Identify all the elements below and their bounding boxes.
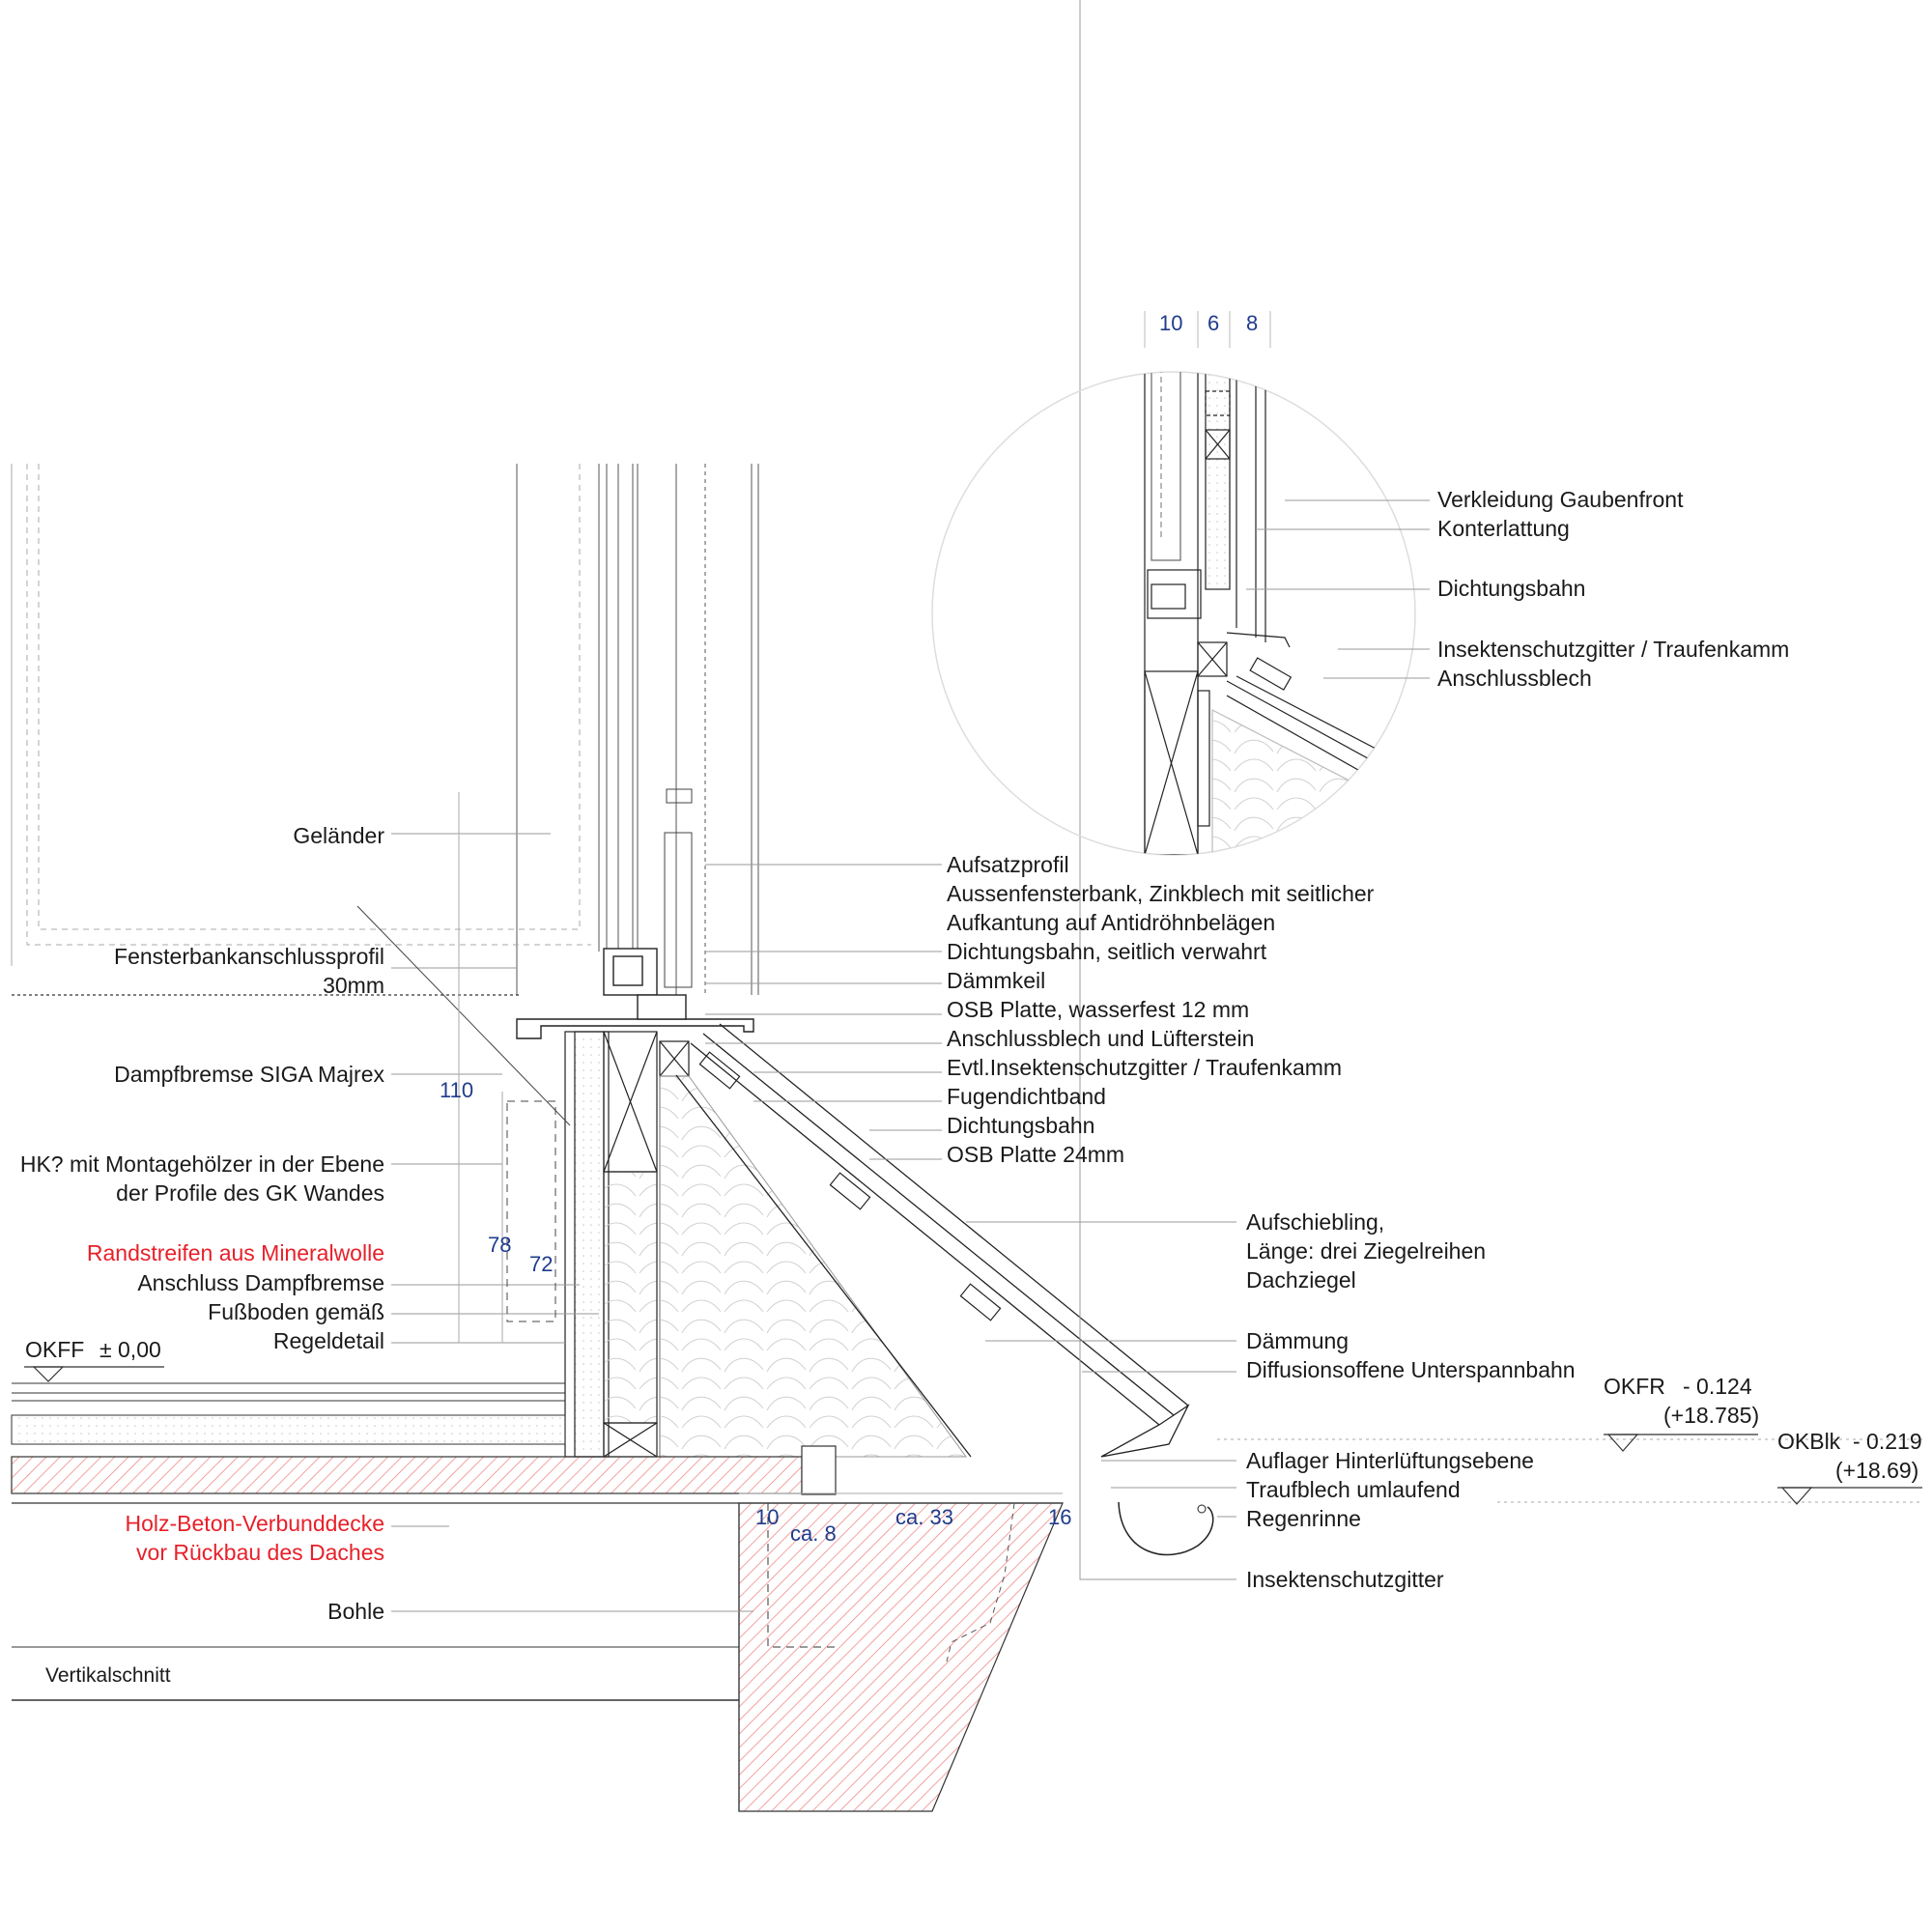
- dim-110: 110: [440, 1078, 474, 1102]
- label-insektenschutz-traufenkamm: Evtl.Insektenschutzgitter / Traufenkamm: [947, 1055, 1343, 1080]
- label-aufkantung: Aufkantung auf Antidröhnbelägen: [947, 910, 1276, 935]
- railing: [11, 464, 693, 988]
- level-okfr-abs: (+18.785): [1663, 1403, 1760, 1428]
- label-dichtungsbahn-verwahrt: Dichtungsbahn, seitlich verwahrt: [947, 939, 1267, 964]
- hbv-slab: [11, 1456, 803, 1494]
- eave-masonry: [738, 1502, 1064, 1812]
- label-unterspannbahn: Diffusionsoffene Unterspannbahn: [1246, 1357, 1576, 1382]
- label-osb-12: OSB Platte, wasserfest 12 mm: [947, 997, 1250, 1022]
- dim-10: 10: [755, 1505, 780, 1529]
- label-konterlattung: Konterlattung: [1437, 516, 1570, 541]
- label-verkleidung: Verkleidung Gaubenfront: [1437, 487, 1684, 512]
- label-randstreifen: Randstreifen aus Mineralwolle: [86, 1240, 384, 1265]
- window-frame: [516, 464, 759, 995]
- dim-ca33: ca. 33: [895, 1505, 953, 1529]
- label-traufblech: Traufblech umlaufend: [1246, 1477, 1461, 1502]
- dim-ca8: ca. 8: [790, 1521, 837, 1546]
- sill-profile: [516, 948, 754, 1039]
- label-hk-profile: der Profile des GK Wandes: [116, 1180, 384, 1206]
- floor-layers: [11, 1382, 566, 1445]
- level-okfr-name: OKFR: [1604, 1374, 1665, 1399]
- level-okff-value: ± 0,00: [99, 1337, 161, 1362]
- level-okblk-name: OKBlk: [1777, 1429, 1841, 1454]
- level-okff-name: OKFF: [25, 1337, 85, 1362]
- leader-lines: [356, 0, 1236, 1612]
- roof-tiles: [675, 1023, 1190, 1458]
- label-daemmkeil: Dämmkeil: [947, 968, 1046, 993]
- dim-78: 78: [488, 1233, 512, 1257]
- label-detail-insektenschutz: Insektenschutzgitter / Traufenkamm: [1437, 637, 1790, 662]
- dim-top-6: 6: [1208, 311, 1220, 335]
- dim-16: 16: [1048, 1505, 1072, 1529]
- gutter: [1118, 1501, 1214, 1556]
- slab-edge-block: [801, 1445, 837, 1495]
- label-dampfbremse: Dampfbremse SIGA Majrex: [114, 1062, 384, 1087]
- label-aufsatzprofil: Aufsatzprofil: [947, 852, 1069, 877]
- dim-top-10: 10: [1159, 311, 1183, 335]
- label-osb-24: OSB Platte 24mm: [947, 1142, 1125, 1167]
- label-anschlussblech-luefter: Anschlussblech und Lüfterstein: [947, 1026, 1255, 1051]
- detail-content: [1144, 372, 1382, 855]
- label-anschluss-dampfbremse: Anschluss Dampfbremse: [137, 1270, 384, 1295]
- dim-top-8: 8: [1246, 311, 1259, 335]
- detail-dim-ticks: [1144, 311, 1271, 348]
- label-hk-montagehoelzer: HK? mit Montagehölzer in der Ebene: [19, 1151, 384, 1177]
- label-auflager: Auflager Hinterlüftungsebene: [1246, 1448, 1534, 1473]
- label-regenrinne: Regenrinne: [1246, 1506, 1361, 1531]
- detail-leaders: [1246, 499, 1430, 679]
- dim-72: 72: [529, 1252, 554, 1276]
- label-regeldetail: Regeldetail: [272, 1328, 384, 1353]
- label-hbv-decke: Holz-Beton-Verbunddecke: [125, 1511, 385, 1536]
- label-insektenschutzgitter: Insektenschutzgitter: [1246, 1567, 1444, 1592]
- label-dachziegel: Dachziegel: [1246, 1267, 1356, 1293]
- label-fussboden: Fußboden gemäß: [208, 1299, 384, 1324]
- label-aufschiebling: Aufschiebling,: [1246, 1209, 1385, 1235]
- level-markers: [24, 1366, 1922, 1505]
- roof-insulation: [659, 1075, 967, 1458]
- dimension-lines: [458, 792, 1922, 1503]
- label-detail-anschlussblech: Anschlussblech: [1437, 666, 1592, 691]
- label-gelaender: Geländer: [293, 823, 384, 848]
- label-dichtungsbahn: Dichtungsbahn: [947, 1113, 1095, 1138]
- label-detail-dichtungsbahn: Dichtungsbahn: [1437, 576, 1586, 601]
- label-aussenfensterbank: Aussenfensterbank, Zinkblech mit seitlic…: [947, 881, 1375, 906]
- label-rueckbau: vor Rückbau des Daches: [136, 1540, 384, 1565]
- level-okfr-value: - 0.124: [1683, 1374, 1752, 1399]
- label-daemmung: Dämmung: [1246, 1328, 1350, 1353]
- label-laenge: Länge: drei Ziegelreihen: [1246, 1238, 1487, 1264]
- section-title: Vertikalschnitt: [45, 1664, 171, 1687]
- label-fensterbank-profil: Fensterbankanschlussprofil: [114, 944, 384, 969]
- label-bohle: Bohle: [327, 1599, 384, 1624]
- label-fugendichtband: Fugendichtband: [947, 1084, 1106, 1109]
- label-fensterbank-profil-size: 30mm: [323, 973, 384, 998]
- level-okblk-value: - 0.219: [1853, 1429, 1922, 1454]
- level-okblk-abs: (+18.69): [1835, 1458, 1919, 1483]
- label-group-middle: Aufsatzprofil Aussenfensterbank, Zinkble…: [947, 850, 1374, 1169]
